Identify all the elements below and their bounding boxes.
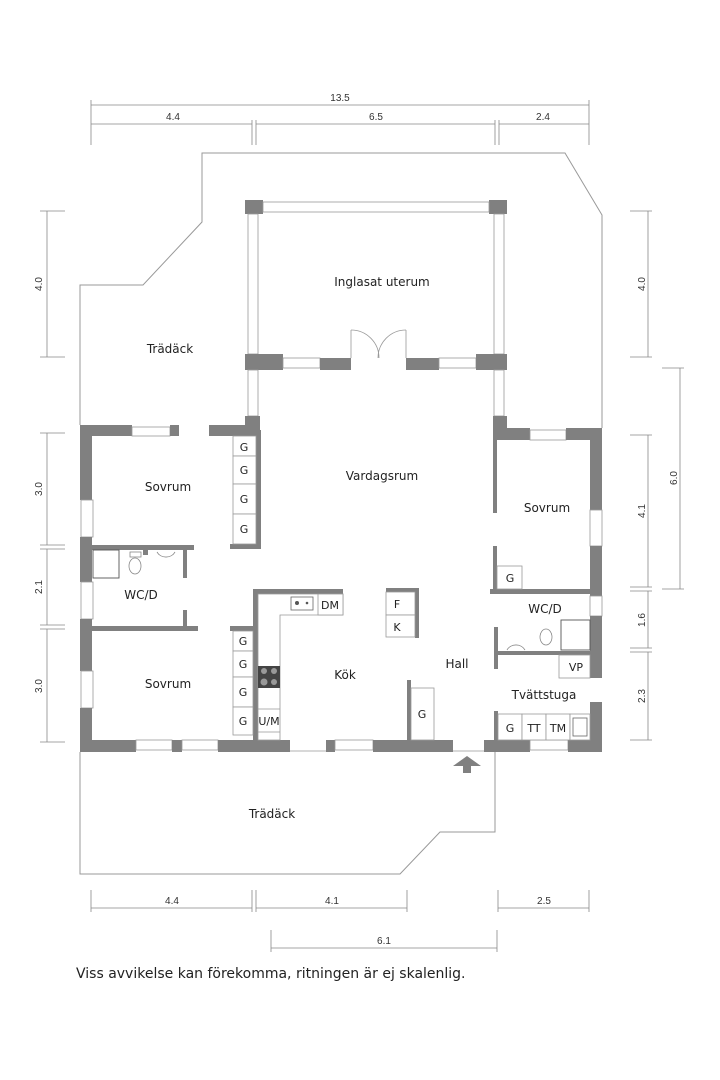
bathroom-fixtures: [92, 549, 591, 651]
shower-icon: [92, 549, 120, 579]
stove-icon: [258, 666, 280, 688]
room-label-sovrum-sw: Sovrum: [145, 677, 191, 691]
wardrobe-label: G: [506, 722, 515, 735]
room-label-deck-bottom: Trädäck: [248, 807, 295, 821]
room-label-tvattstuga: Tvättstuga: [511, 688, 577, 702]
fridge-label: F: [394, 598, 400, 611]
dim-right-5: 2.3: [637, 689, 648, 703]
wardrobe-label: G: [240, 523, 249, 536]
dim-top-3: 2.4: [536, 112, 550, 123]
interior-walls: [92, 430, 594, 742]
washbasin-icon: [156, 551, 176, 558]
wardrobe-label: G: [240, 493, 249, 506]
freezer-label: K: [393, 621, 401, 634]
shower-icon: [560, 619, 591, 651]
wardrobe-label: G: [239, 635, 248, 648]
sunroom-walls: [245, 200, 507, 430]
wardrobe-label: G: [240, 464, 249, 477]
dimension-bottom: 4.4 4.1 2.5 6.1: [90, 890, 590, 952]
room-label-hall: Hall: [445, 657, 468, 671]
dimension-top: 13.5 4.4 6.5 2.4: [90, 93, 590, 145]
dim-bottom-2: 4.1: [325, 896, 339, 907]
wardrobe-label: G: [240, 441, 249, 454]
dim-top-2: 6.5: [369, 112, 383, 123]
dim-left-4: 3.0: [34, 679, 45, 693]
dim-left-3: 2.1: [34, 580, 45, 594]
oven-microwave-label: U/M: [258, 715, 279, 728]
entrance-arrow-icon: [453, 756, 481, 773]
door-arc-left: [350, 329, 380, 359]
dim-right-4: 1.6: [637, 613, 648, 627]
disclaimer-note: Viss avvikelse kan förekomma, ritningen …: [76, 966, 466, 982]
washer-label: TM: [549, 722, 566, 735]
room-label-wcd-east: WC/D: [528, 602, 562, 616]
wardrobe-label: G: [506, 572, 515, 585]
dimension-right: 4.0 6.0 4.1 1.6 2.3: [630, 210, 684, 741]
wardrobe-label: G: [239, 686, 248, 699]
room-label-uterum: Inglasat uterum: [334, 275, 430, 289]
water-heater-label: VP: [569, 661, 584, 674]
washbasin-icon: [506, 644, 526, 651]
room-label-deck-top: Trädäck: [146, 342, 193, 356]
dryer-label: TT: [526, 722, 541, 735]
deck-top-outline: [79, 152, 603, 428]
dim-bottom-1: 4.4: [165, 896, 179, 907]
dishwasher-label: DM: [321, 599, 339, 612]
dimension-left: 4.0 3.0 2.1 3.0: [34, 210, 65, 743]
toilet-icon: [128, 557, 142, 575]
dim-left-1: 4.0: [34, 277, 45, 291]
sink-icon: [290, 596, 314, 611]
dim-right-2: 6.0: [669, 471, 680, 485]
dim-top-1: 4.4: [166, 112, 180, 123]
dim-right-3: 4.1: [637, 504, 648, 518]
wardrobe-label: G: [239, 658, 248, 671]
outer-walls: [80, 425, 603, 752]
dim-bottom-4: 6.1: [377, 936, 391, 947]
deck-bottom-outline: [79, 752, 496, 875]
door-arc-right: [377, 329, 407, 359]
wardrobe-label: G: [418, 708, 427, 721]
dim-bottom-3: 2.5: [537, 896, 551, 907]
room-labels: Inglasat uterum Trädäck Vardagsrum Sovru…: [124, 275, 576, 821]
dim-left-2: 3.0: [34, 482, 45, 496]
wardrobe-label: G: [239, 715, 248, 728]
dim-top-total: 13.5: [330, 93, 350, 104]
room-label-vardagsrum: Vardagsrum: [346, 469, 418, 483]
dim-right-1: 4.0: [637, 277, 648, 291]
room-label-sovrum-nw: Sovrum: [145, 480, 191, 494]
utility-sink-icon: [572, 717, 588, 737]
room-label-sovrum-e: Sovrum: [524, 501, 570, 515]
room-label-kok: Kök: [334, 668, 356, 682]
room-label-wcd-west: WC/D: [124, 588, 158, 602]
cabinets: G G G G G G G G DM U/M F K G G: [232, 435, 591, 741]
toilet-icon: [539, 628, 553, 646]
